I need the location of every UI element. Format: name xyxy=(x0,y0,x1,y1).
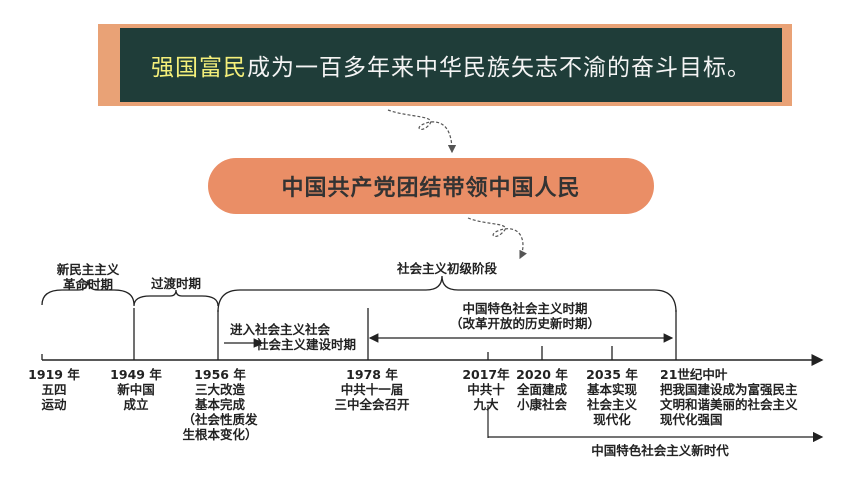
event-21c: 21世纪中叶把我国建设成为富强民主文明和谐美丽的社会主义现代化强国 xyxy=(660,367,798,427)
banner-highlight: 强国富民 xyxy=(151,55,247,81)
event-1956: 1956 年三大改造基本完成（社会性质发生根本变化） xyxy=(182,367,258,442)
label-construction-period: 社会主义建设时期 xyxy=(256,337,357,352)
event-2035: 2035 年基本实现社会主义现代化 xyxy=(586,367,638,427)
event-2017: 2017年中共十九大 xyxy=(462,367,510,412)
event-1978: 1978 年中共十一届三中全会召开 xyxy=(334,367,410,412)
label-new-era: 中国特色社会主义新时代 xyxy=(591,443,729,458)
dashed-connector-2 xyxy=(467,217,527,260)
banner-text: 成为一百多年来中华民族矢志不渝的奋斗目标。 xyxy=(247,55,751,81)
event-2020: 2020 年全面建成小康社会 xyxy=(516,367,568,412)
label-primary-stage: 社会主义初级阶段 xyxy=(396,261,497,276)
event-1919: 1919 年五四运动 xyxy=(28,367,80,412)
brace-transition xyxy=(133,289,219,307)
banner: 强国富民成为一百多年来中华民族矢志不渝的奋斗目标。 xyxy=(120,28,782,102)
label-enter-socialist: 进入社会主义社会 xyxy=(230,322,331,337)
dashed-connector-1 xyxy=(387,109,457,154)
brace-new-democratic xyxy=(41,279,135,306)
label-new-democratic: 新民主主义革命时期 xyxy=(56,262,120,292)
label-transition: 过渡时期 xyxy=(150,276,201,291)
label-socialism-chinese: 中国特色社会主义时期（改革开放的历史新时期） xyxy=(449,301,600,331)
brace-primary-stage xyxy=(217,275,677,313)
event-1949: 1949 年新中国成立 xyxy=(110,367,162,412)
party-pill: 中国共产党团结带领中国人民 xyxy=(208,158,654,214)
